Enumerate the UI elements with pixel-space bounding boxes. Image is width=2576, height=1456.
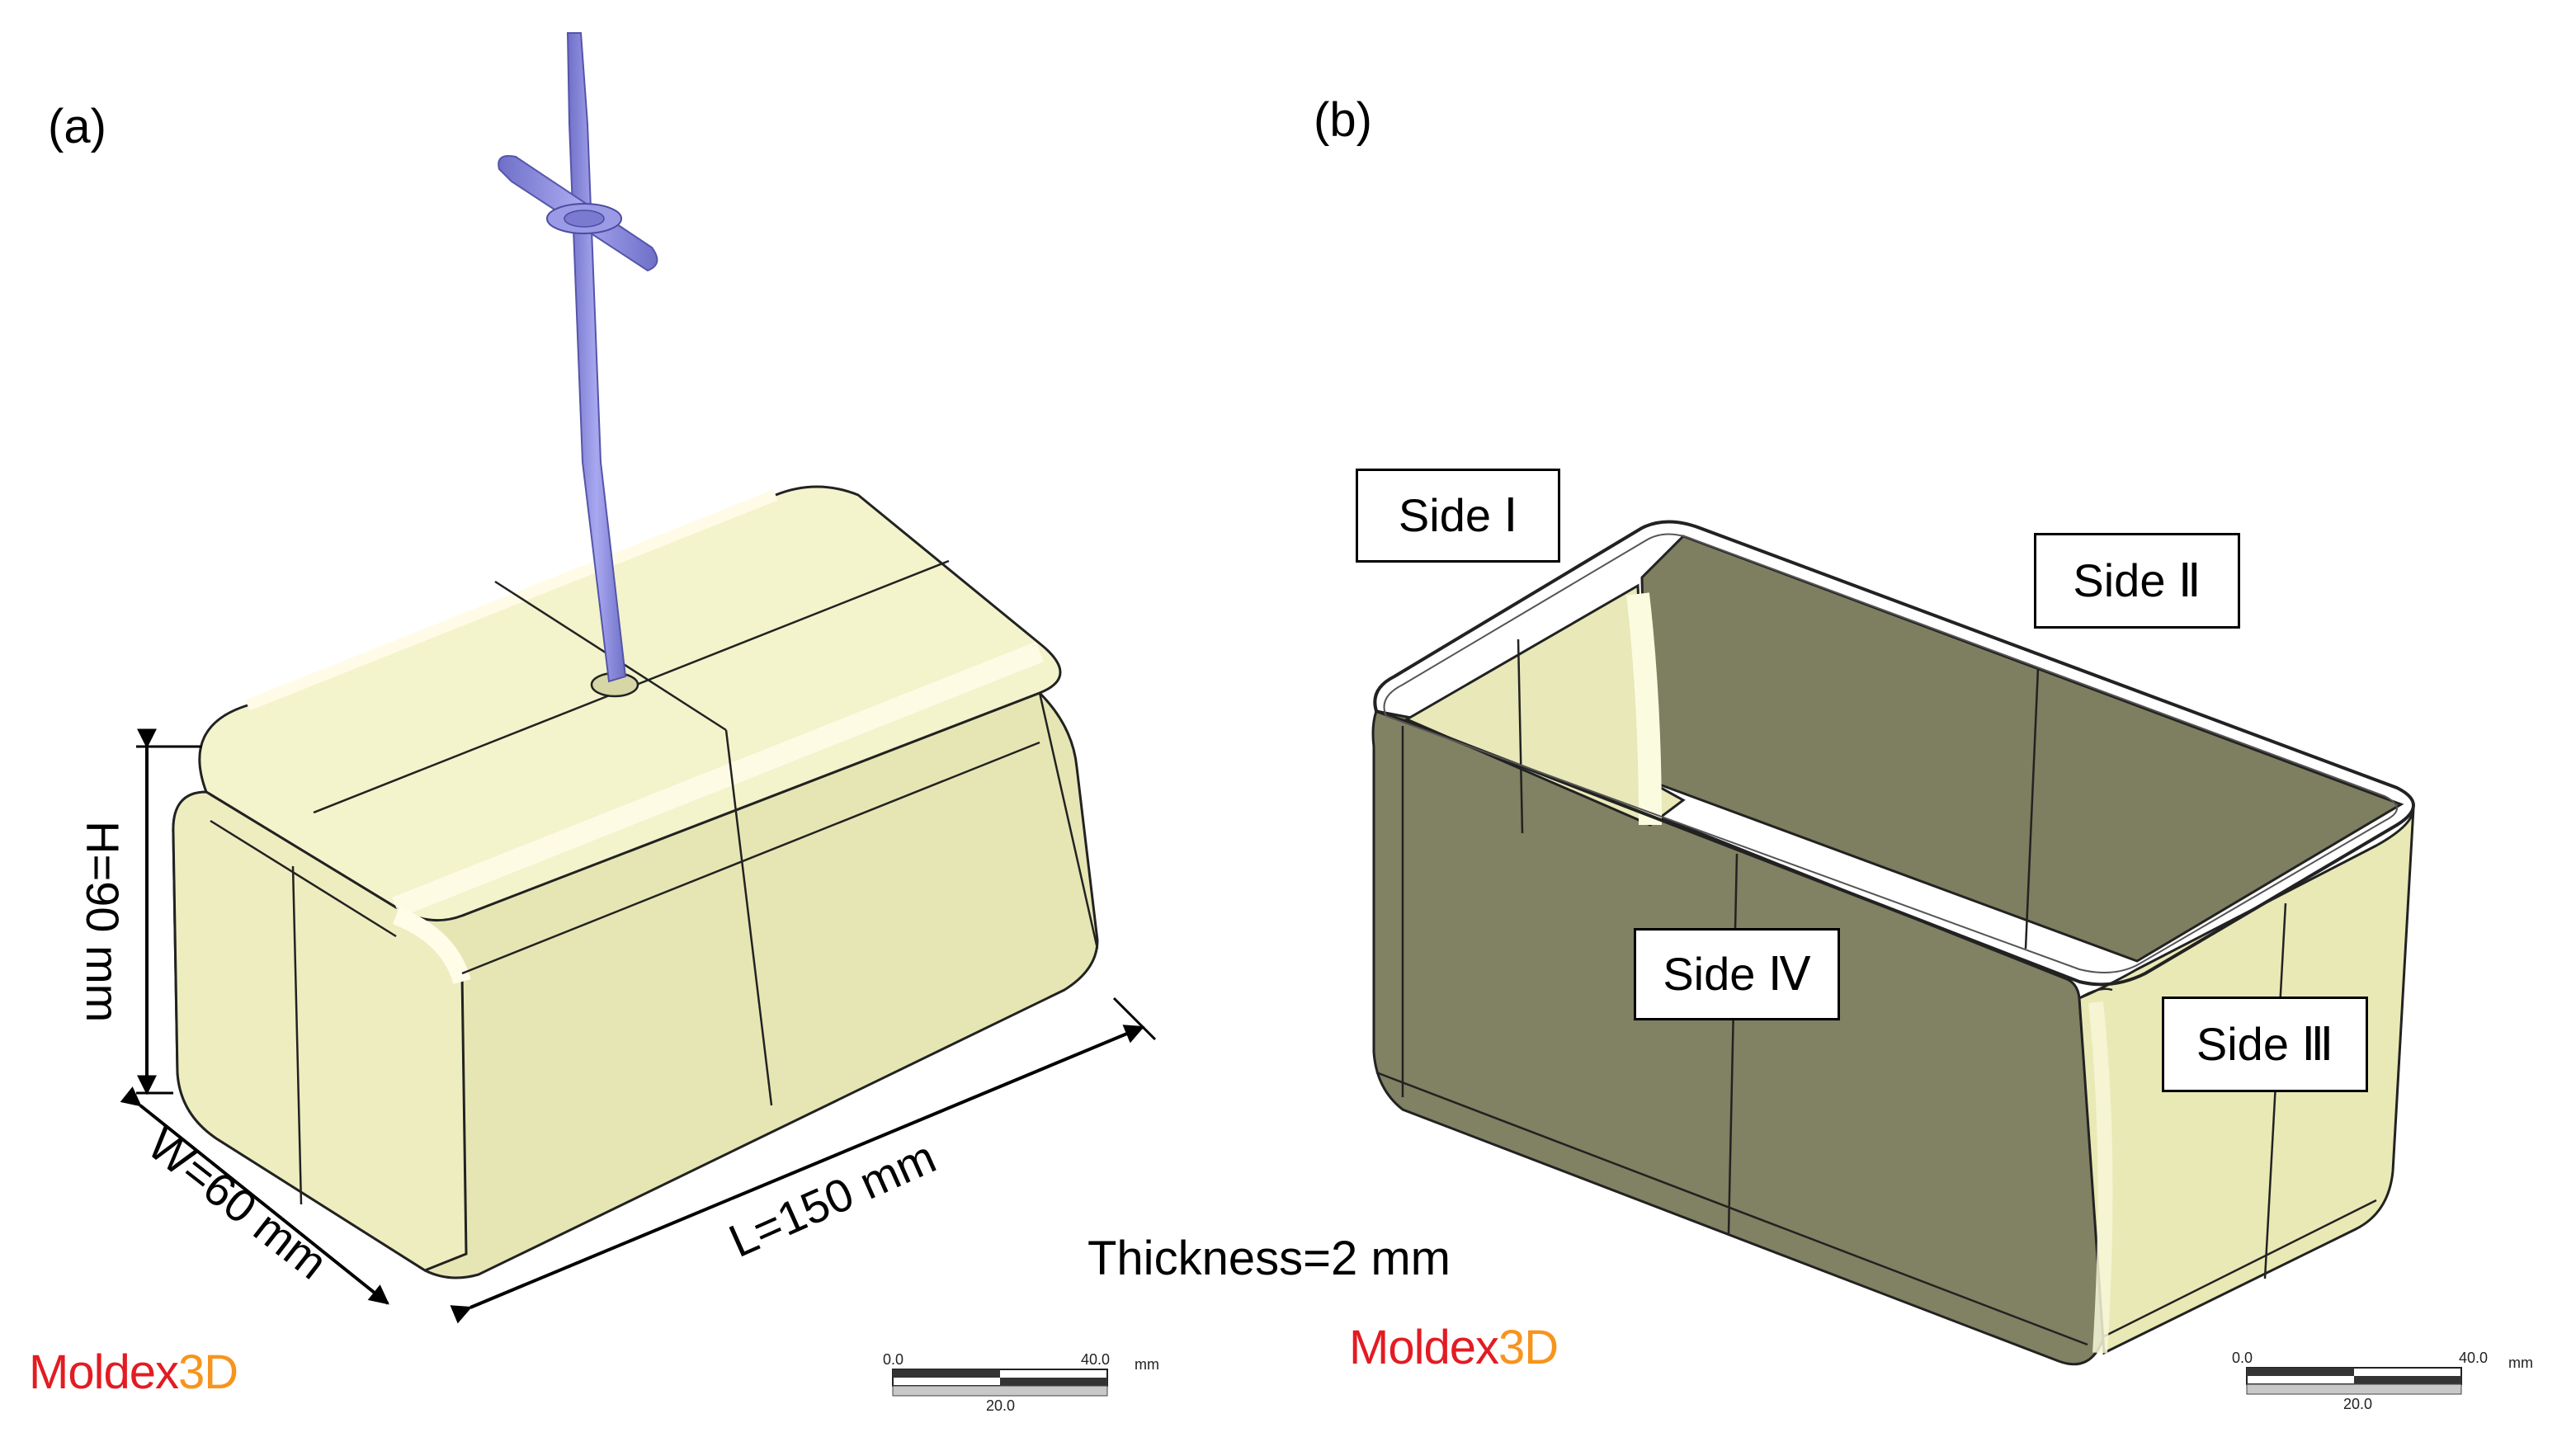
side-1-label: Side Ⅰ — [1356, 469, 1560, 563]
moldex3d-logo-a: Moldex3D — [29, 1345, 238, 1399]
scale-a-start: 0.0 — [883, 1351, 903, 1368]
panel-a-label: (a) — [48, 100, 106, 153]
scale-b-mid: 20.0 — [2343, 1396, 2372, 1412]
scale-a-unit: mm — [1135, 1356, 1159, 1373]
scale-b-start: 0.0 — [2232, 1350, 2253, 1366]
scale-bar-b: 0.0 40.0 mm 20.0 — [2232, 1350, 2533, 1412]
length-label: L=150 mm — [721, 1130, 943, 1267]
scale-bar-a: 0.0 40.0 mm 20.0 — [883, 1351, 1159, 1414]
moldex3d-logo-b: Moldex3D — [1349, 1321, 1559, 1374]
scale-a-mid: 20.0 — [986, 1397, 1015, 1414]
scale-b-end: 40.0 — [2459, 1350, 2488, 1366]
side-4-label: Side Ⅳ — [1634, 928, 1840, 1020]
thickness-label: Thickness=2 mm — [1087, 1232, 1451, 1285]
runner-system — [498, 32, 658, 683]
side-3-label: Side Ⅲ — [2162, 997, 2368, 1092]
panel-b-label: (b) — [1314, 93, 1372, 147]
dimension-height: H=90 mm — [77, 728, 202, 1096]
side-2-label: Side Ⅱ — [2034, 533, 2240, 629]
scale-a-end: 40.0 — [1081, 1351, 1110, 1368]
height-label: H=90 mm — [77, 821, 129, 1022]
open-box-part-b — [1371, 520, 2415, 1366]
scale-b-unit: mm — [2508, 1355, 2533, 1371]
box-part-a — [172, 485, 1099, 1279]
